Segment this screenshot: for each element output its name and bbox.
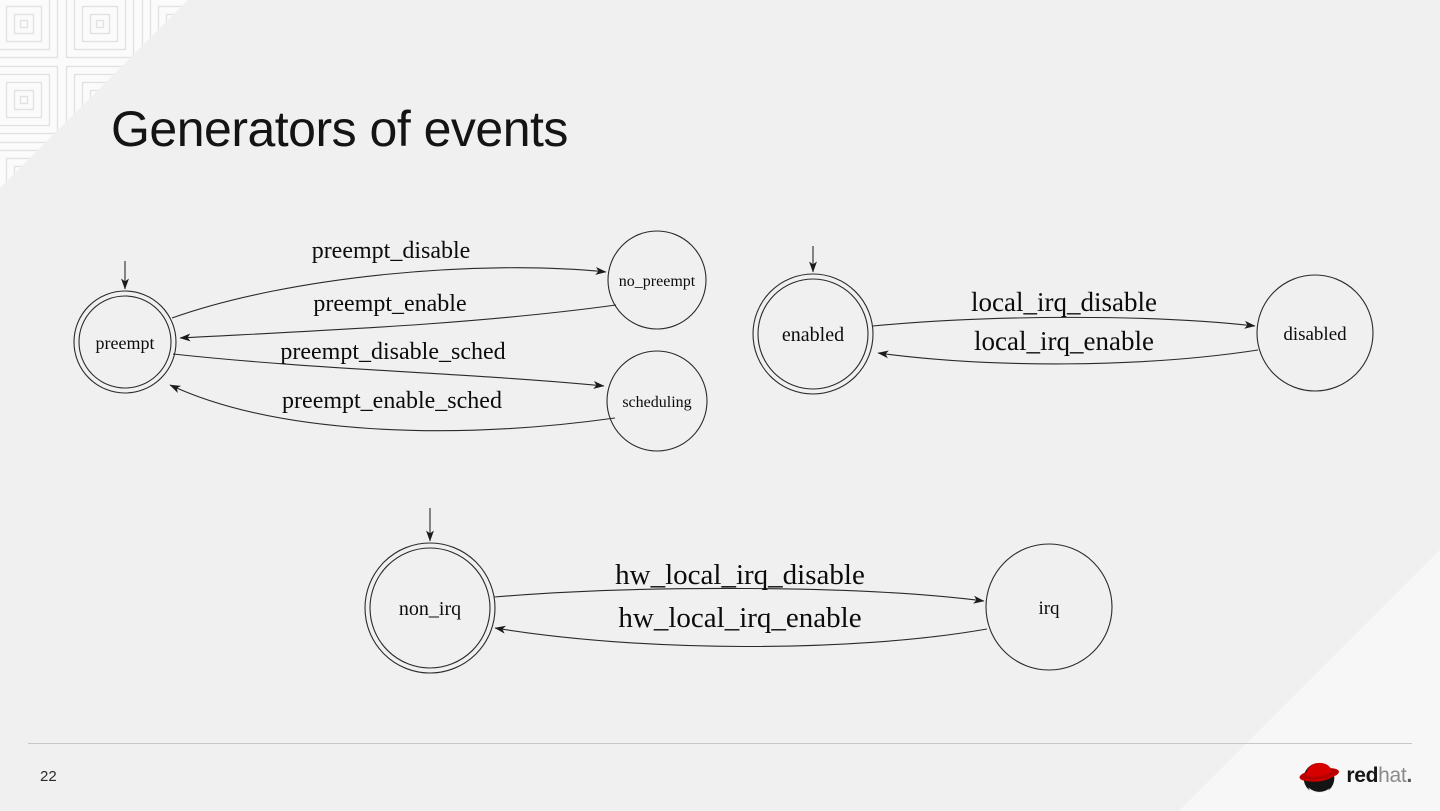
footer-divider [28,743,1412,744]
preempt-fsm: preempt no_preempt scheduling preempt_di… [73,230,708,452]
node-label-non-irq: non_irq [399,598,461,620]
pattern-triangle [0,0,188,188]
node-label-no-preempt: no_preempt [619,273,696,290]
transition-enabled-to-disabled [872,316,1256,329]
state-circle-no-preempt [607,230,707,330]
shadowman-chin [1308,787,1331,796]
transition-disabled-to-enabled [877,349,1259,365]
state-circle-preempt-inner [78,295,172,389]
fedora [1299,762,1340,782]
edge-label-hw-local-irq-disable: hw_local_irq_disable [615,559,865,591]
edge-label-local-irq-enable: local_irq_enable [974,326,1154,356]
edge-label-local-irq-disable: local_irq_disable [971,287,1157,317]
redhat-wordmark: redhat. [1346,764,1412,788]
transition-no-preempt-to-preempt [179,304,617,342]
edge-label-hw-local-irq-enable: hw_local_irq_enable [618,602,861,634]
corner-pattern-topleft [0,0,188,188]
edge-label-preempt-enable-sched: preempt_enable_sched [282,388,502,414]
logo-text-red: red [1346,764,1379,787]
state-circle-enabled-outer [752,273,874,395]
hw-irq-fsm: non_irq irq hw_local_irq_disable hw_loca… [364,508,1113,674]
state-circle-non-irq-inner [369,547,491,669]
state-circle-scheduling [606,350,708,452]
transition-preempt-to-no-preempt [171,266,607,319]
node-label-disabled: disabled [1283,324,1347,345]
page-title: Generators of events [111,101,568,157]
state-circle-preempt-outer [73,290,177,394]
node-label-preempt: preempt [96,333,155,353]
transition-irq-to-non-irq [494,625,988,648]
transition-scheduling-to-preempt [169,384,616,432]
logo-text-hat: hat [1378,764,1407,787]
state-circle-disabled [1256,274,1374,392]
logo-text-dot: . [1406,764,1412,787]
state-circle-enabled-inner [757,278,869,390]
edge-label-preempt-enable: preempt_enable [313,291,466,317]
page-number: 22 [40,768,57,785]
node-label-irq: irq [1038,598,1060,619]
transition-non-irq-to-irq [493,587,985,604]
edge-label-preempt-disable: preempt_disable [312,238,471,264]
state-circle-irq [985,543,1113,671]
local-irq-fsm: enabled disabled local_irq_disable local… [752,246,1374,395]
redhat-hat-icon [1299,762,1340,796]
node-label-scheduling: scheduling [622,394,691,411]
transition-preempt-to-scheduling [172,353,605,389]
redhat-logo: redhat. [1296,751,1412,801]
edge-label-preempt-disable-sched: preempt_disable_sched [280,339,505,365]
node-label-enabled: enabled [782,324,844,346]
state-circle-non-irq-outer [364,542,496,674]
